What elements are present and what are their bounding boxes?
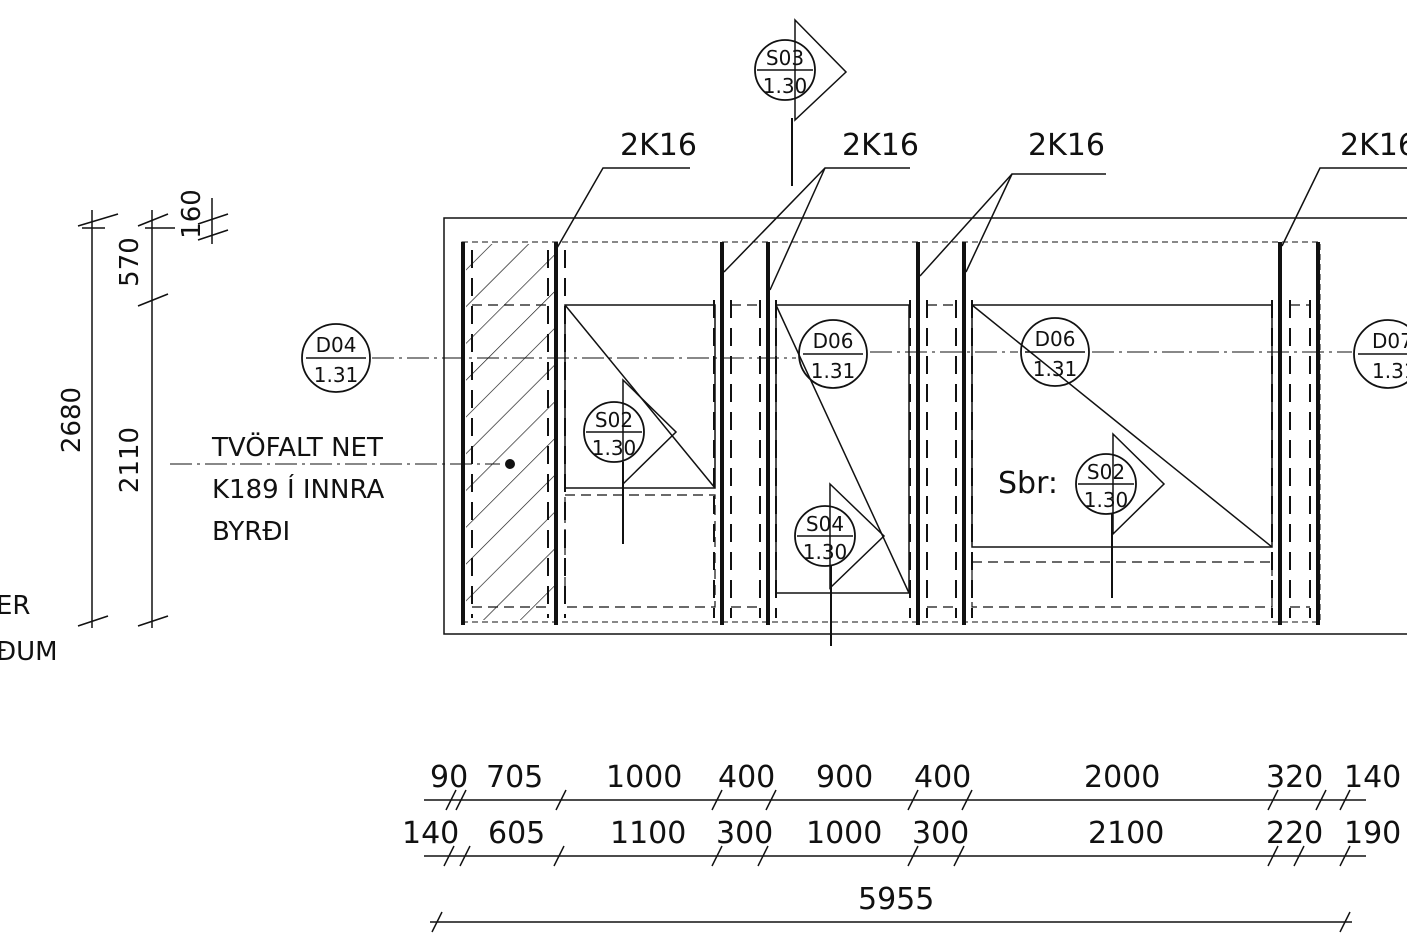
dim-row1-7: 320 xyxy=(1266,760,1323,795)
dim-row1-4: 900 xyxy=(816,760,873,795)
dim-row1-2: 1000 xyxy=(606,760,682,795)
note-line-3: BYRÐI xyxy=(212,517,290,547)
dim-row2-3: 300 xyxy=(716,816,773,851)
dim-570: 570 xyxy=(115,237,145,287)
dim-row2-6: 2100 xyxy=(1088,816,1164,851)
rebar-label-2: 2K16 xyxy=(842,128,919,163)
section-marker-s02-right[interactable]: S02 1.30 xyxy=(1075,432,1166,598)
cut-lines xyxy=(170,351,1352,465)
s02-left-id: S02 xyxy=(595,408,633,432)
note-line-1: TVÖFALT NET xyxy=(211,431,383,463)
d06-1-id: D06 xyxy=(813,329,854,353)
dim-row1-5: 400 xyxy=(914,760,971,795)
dims-row-1: 90 705 1000 400 900 400 2000 320 140 xyxy=(430,760,1401,795)
dim-row2-2: 1100 xyxy=(610,816,686,851)
s02-right-id: S02 xyxy=(1087,460,1125,484)
d06-2-sheet: 1.31 xyxy=(1033,357,1078,381)
dim-row2-0: 140 xyxy=(402,816,459,851)
dim-160: 160 xyxy=(177,189,207,239)
slab-outline xyxy=(443,217,1407,635)
d06-1-sheet: 1.31 xyxy=(811,359,856,383)
s02-right-sheet: 1.30 xyxy=(1084,488,1129,512)
s03-sheet: 1.30 xyxy=(763,74,808,98)
dim-row1-1: 705 xyxy=(486,760,543,795)
s03-id: S03 xyxy=(766,46,804,70)
dim-row1-0: 90 xyxy=(430,760,468,795)
hatched-wall xyxy=(466,244,556,620)
rebar-label-4: 2K16 xyxy=(1340,128,1407,163)
wall-lines xyxy=(461,242,1320,625)
dim-row2-1: 605 xyxy=(488,816,545,851)
rebar-label-3: 2K16 xyxy=(1028,128,1105,163)
section-marker-s03[interactable]: S03 1.30 xyxy=(754,18,848,186)
anchor-dot xyxy=(505,459,515,469)
detail-marker-d07[interactable]: D07 1.31 xyxy=(1353,319,1407,389)
dim-row1-6: 2000 xyxy=(1084,760,1160,795)
d06-2-id: D06 xyxy=(1035,327,1076,351)
detail-marker-d06-2[interactable]: D06 1.31 xyxy=(1020,317,1090,387)
left-fragment-2: ÐUM xyxy=(0,637,58,667)
rebar-leaders xyxy=(556,167,1407,291)
s02-left-sheet: 1.30 xyxy=(592,436,637,460)
dim-row2-5: 300 xyxy=(912,816,969,851)
total-dimension: 5955 xyxy=(858,882,934,917)
dashed-openings xyxy=(472,304,1310,608)
dim-row2-8: 190 xyxy=(1344,816,1401,851)
reference-prefix: Sbr: xyxy=(998,466,1058,501)
detail-marker-d06-1[interactable]: D06 1.31 xyxy=(798,319,868,389)
left-fragment-1: ER xyxy=(0,591,31,621)
d04-id: D04 xyxy=(316,333,357,357)
section-marker-s04[interactable]: S04 1.30 xyxy=(794,482,886,646)
d07-id: D07 xyxy=(1372,329,1407,353)
rebar-label-1: 2K16 xyxy=(620,128,697,163)
d07-sheet: 1.31 xyxy=(1372,359,1407,383)
detail-marker-d04[interactable]: D04 1.31 xyxy=(301,323,371,393)
dim-2680: 2680 xyxy=(57,387,87,453)
horizontal-dimension-lines xyxy=(424,799,1366,923)
dims-row-2: 140 605 1100 300 1000 300 2100 220 190 xyxy=(402,816,1401,851)
d04-sheet: 1.31 xyxy=(314,363,359,387)
s04-id: S04 xyxy=(806,512,844,536)
section-marker-s02-left[interactable]: S02 1.30 xyxy=(583,378,678,544)
s04-sheet: 1.30 xyxy=(803,540,848,564)
dim-row1-3: 400 xyxy=(718,760,775,795)
dim-row2-7: 220 xyxy=(1266,816,1323,851)
dim-2110: 2110 xyxy=(115,427,145,493)
note-line-2: K189 Í INNRA xyxy=(212,473,384,505)
dimension-ticks xyxy=(431,789,1351,933)
dim-row2-4: 1000 xyxy=(806,816,882,851)
vertical-dimension-lines xyxy=(77,198,229,628)
dim-row1-8: 140 xyxy=(1344,760,1401,795)
